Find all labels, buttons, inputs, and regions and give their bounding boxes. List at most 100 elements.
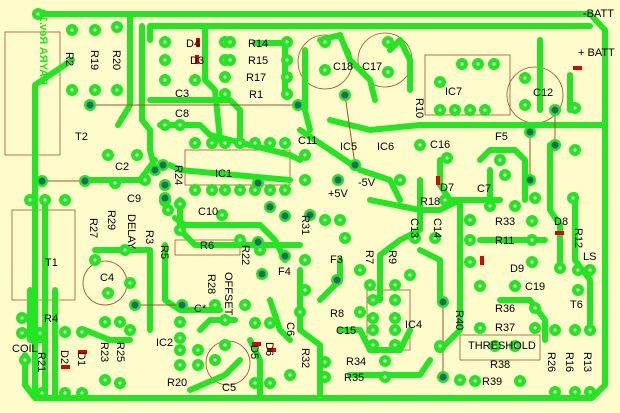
- pad-hole: [223, 343, 227, 347]
- trace: [267, 297, 293, 343]
- pad-hole: [118, 320, 122, 324]
- pad-hole: [386, 70, 390, 74]
- pad-hole: [358, 310, 362, 314]
- pad-hole: [223, 92, 227, 96]
- pad-hole: [63, 198, 67, 202]
- via-hole: [86, 101, 94, 109]
- trace: [417, 247, 443, 303]
- component-outline: [459, 334, 541, 361]
- trace: [27, 287, 48, 343]
- component-label: R34: [346, 356, 366, 368]
- pad-hole: [268, 321, 272, 325]
- pad-hole: [303, 178, 307, 182]
- component-label: D2: [58, 350, 70, 364]
- pad-hole: [468, 260, 472, 264]
- pad-hole: [193, 141, 197, 145]
- pad-hole: [23, 358, 27, 362]
- trace: [297, 267, 323, 401]
- pad-hole: [371, 343, 375, 347]
- threshold-label: THRESHOLD: [468, 340, 536, 352]
- component-label: R18: [420, 196, 440, 208]
- pad-hole: [533, 196, 537, 200]
- pad-hole: [196, 363, 200, 367]
- via-hole: [341, 91, 349, 99]
- component-label: R33: [495, 216, 515, 228]
- component-label: C4: [100, 272, 114, 284]
- pad-hole: [438, 344, 442, 348]
- pad-hole: [323, 40, 327, 44]
- component-label: R23: [98, 342, 110, 362]
- pad-hole: [238, 188, 242, 192]
- pad-hole: [393, 283, 397, 287]
- component-label: C8: [175, 108, 189, 120]
- component-label: C19: [525, 281, 545, 293]
- component-label: R31: [299, 215, 311, 235]
- pad-hole: [468, 108, 472, 112]
- component-label: D1: [75, 352, 87, 366]
- component-label: IC1: [215, 168, 232, 180]
- pad-hole: [115, 88, 119, 92]
- pad-hole: [418, 143, 422, 147]
- pad-hole: [438, 80, 442, 84]
- pad-hole: [503, 173, 507, 177]
- trace: [367, 197, 463, 223]
- pad-hole: [573, 148, 577, 152]
- polarity-markers: [61, 38, 582, 369]
- component-label: R11: [495, 235, 514, 247]
- via-hole: [526, 128, 534, 136]
- component-label: C12: [533, 87, 553, 99]
- pad-hole: [228, 58, 232, 62]
- component-label: R39: [482, 376, 502, 388]
- pad-hole: [523, 103, 527, 107]
- component-label: R4: [44, 313, 58, 325]
- polarity-marker: [195, 55, 199, 64]
- pad-hole: [393, 298, 397, 302]
- pad-hole: [238, 141, 242, 145]
- component-label: C*: [194, 303, 207, 315]
- pad-hole: [20, 331, 24, 335]
- component-label: C3: [175, 88, 189, 100]
- pad-hole: [476, 62, 480, 66]
- via-hole: [161, 181, 169, 189]
- pad-hole: [573, 106, 577, 110]
- pad-hole: [473, 379, 477, 383]
- component-label: C16: [430, 139, 450, 151]
- polarity-marker: [267, 348, 276, 352]
- pad-hole: [533, 306, 537, 310]
- silkscreen-title: BAYRA Rev.1b: [37, 9, 49, 85]
- pad-hole: [298, 310, 302, 314]
- polarity-marker: [196, 38, 200, 47]
- pad-hole: [135, 153, 139, 157]
- pad-hole: [196, 348, 200, 352]
- via-hole: [38, 177, 46, 185]
- pad-hole: [253, 188, 257, 192]
- pad-hole: [303, 288, 307, 292]
- trace: [547, 142, 563, 273]
- trace: [477, 147, 528, 203]
- via-hole: [254, 179, 262, 187]
- pos5v-label: +5V: [328, 188, 349, 200]
- pad-hole: [493, 344, 497, 348]
- pad-hole: [178, 123, 182, 127]
- via-hole: [151, 166, 159, 174]
- trace: [157, 122, 303, 163]
- pad-hole: [258, 248, 262, 252]
- via-hole: [131, 301, 139, 309]
- pad-hole: [253, 381, 257, 385]
- pad-hole: [530, 219, 534, 223]
- trace: [32, 11, 608, 401]
- component-label: R17: [246, 72, 266, 84]
- pad-hole: [223, 141, 227, 145]
- via-hole: [551, 106, 559, 114]
- trace: [147, 23, 593, 43]
- pad-hole: [393, 343, 397, 347]
- via-hole: [266, 203, 274, 211]
- pad-hole: [40, 391, 44, 395]
- pad-hole: [285, 40, 289, 44]
- pad-hole: [268, 188, 272, 192]
- component-label: R20: [167, 377, 187, 389]
- trace: [177, 197, 303, 248]
- pad-hole: [518, 379, 522, 383]
- via-hole: [258, 270, 266, 278]
- component-label: R5: [158, 245, 170, 259]
